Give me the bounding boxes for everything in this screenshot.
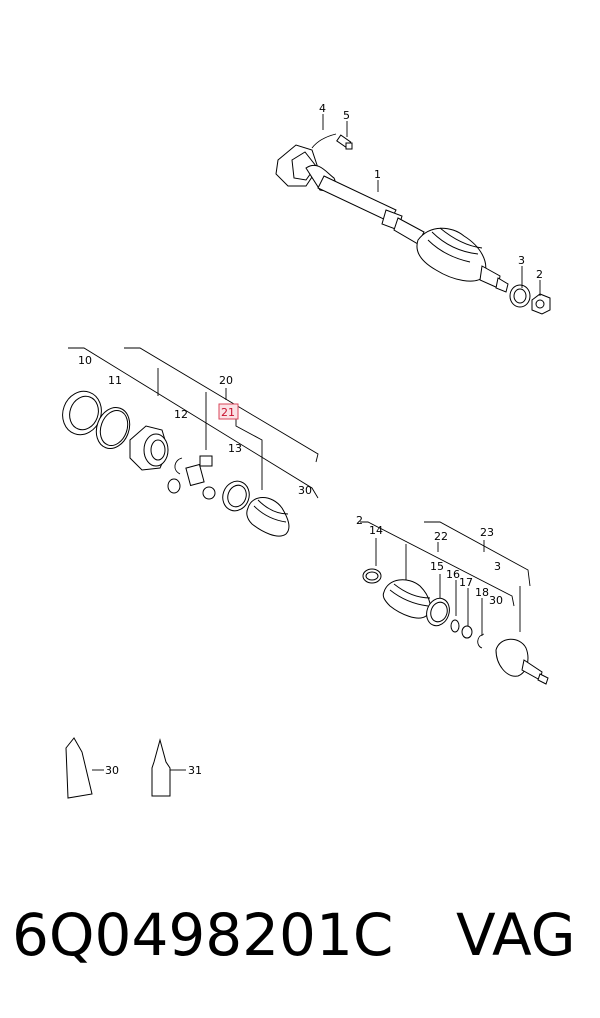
retaining-ring[interactable] [477, 633, 485, 649]
callout-3-b: 3 [494, 560, 501, 573]
large-clamp[interactable] [423, 595, 453, 629]
callout-30-a: 30 [298, 484, 312, 497]
callout-5: 5 [343, 109, 350, 122]
bolt[interactable] [336, 134, 353, 150]
washer[interactable] [509, 284, 531, 308]
exploded-parts-diagram: 4 5 1 3 2 10 11 20 21 12 13 30 23 2 14 2… [57, 102, 551, 799]
callout-21[interactable]: 21 [221, 406, 235, 419]
spacer[interactable] [450, 619, 460, 633]
callout-1: 1 [374, 168, 381, 181]
callout-23: 23 [480, 526, 494, 539]
sealant-bottle[interactable] [151, 738, 186, 797]
boot-clamp[interactable] [219, 477, 254, 514]
dish-washer[interactable] [461, 625, 473, 639]
callout-18: 18 [475, 586, 489, 599]
o-ring[interactable] [91, 403, 135, 453]
callout-17: 17 [459, 576, 473, 589]
callout-22: 22 [434, 530, 448, 543]
washer-small[interactable] [167, 478, 181, 494]
footer: 6Q0498201C VAG [0, 895, 600, 985]
callout-13: 13 [228, 442, 242, 455]
callout-12: 12 [174, 408, 188, 421]
callout-31: 31 [188, 764, 202, 777]
callout-2: 2 [536, 268, 543, 281]
outer-cv-joint[interactable] [495, 638, 549, 685]
inner-boot[interactable] [246, 497, 290, 537]
callout-30-c: 30 [105, 764, 119, 777]
grease-tube[interactable] [65, 737, 104, 799]
callout-15: 15 [430, 560, 444, 573]
small-clamp[interactable] [362, 568, 382, 584]
callout-2-b: 2 [356, 514, 363, 527]
brand-label: VAG [456, 901, 576, 969]
callout-21-highlight[interactable] [218, 403, 239, 420]
part-number: 6Q0498201C [12, 901, 394, 969]
gasket-ring[interactable] [57, 386, 108, 440]
callout-10: 10 [78, 354, 92, 367]
drive-shaft-assembly[interactable] [275, 144, 509, 293]
callout-14: 14 [369, 524, 383, 537]
callout-4: 4 [319, 102, 326, 115]
hose-clamp[interactable] [202, 486, 216, 500]
callout-16: 16 [446, 568, 460, 581]
tripod-joint[interactable] [185, 455, 213, 487]
nut[interactable] [531, 293, 551, 315]
callout-20: 20 [219, 374, 233, 387]
outer-boot[interactable] [382, 579, 431, 619]
circlip[interactable] [174, 457, 183, 475]
callout-3: 3 [518, 254, 525, 267]
callout-30-b: 30 [489, 594, 503, 607]
flange-housing[interactable] [129, 425, 169, 471]
snap-ring[interactable] [311, 133, 337, 149]
callout-11: 11 [108, 374, 122, 387]
